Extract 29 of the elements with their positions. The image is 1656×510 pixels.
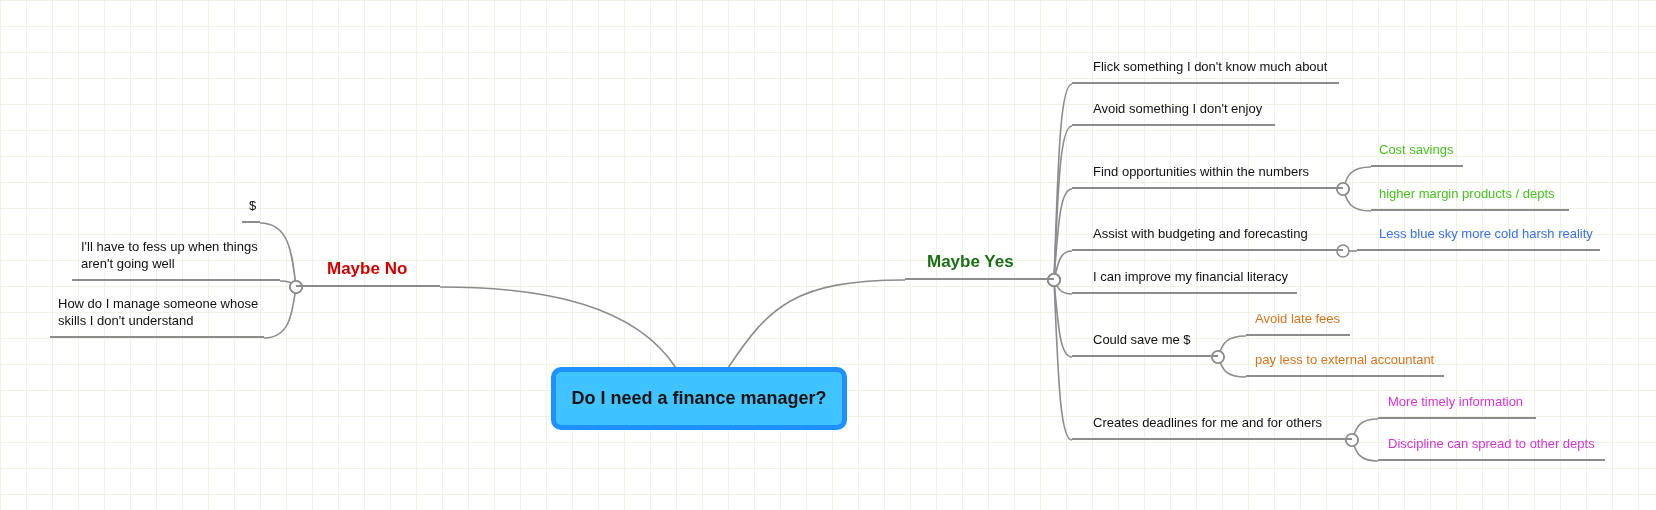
subtopic-text: Less blue sky more cold harsh reality xyxy=(1379,225,1593,243)
connector-line xyxy=(727,279,906,368)
subtopic-text: Cost savings xyxy=(1379,141,1454,159)
subtopic-text: I can improve my financial literacy xyxy=(1093,268,1289,286)
branch-topic-text: Maybe Yes xyxy=(927,252,1014,273)
connector-line xyxy=(1047,273,1073,441)
subtopic-text: Creates deadlines for me and for others xyxy=(1093,414,1323,432)
subtopic-text: $ xyxy=(249,197,257,215)
connector-line xyxy=(263,280,303,339)
connector-line xyxy=(1336,244,1358,258)
connector-line xyxy=(439,286,677,368)
subtopic-text: higher margin products / depts xyxy=(1379,185,1555,203)
subtopic-text: Could save me $ xyxy=(1093,331,1191,349)
connector-line xyxy=(1211,350,1247,378)
connector-line xyxy=(1336,182,1372,212)
subtopic-text: More timely information xyxy=(1388,393,1524,411)
subtopic-text: Assist with budgeting and forecasting xyxy=(1093,225,1308,243)
central-topic-box xyxy=(551,367,847,430)
subtopic-text: Discipline can spread to other depts xyxy=(1388,435,1595,453)
subtopic-text: pay less to external accountant xyxy=(1255,351,1435,369)
central-topic-text: Do I need a finance manager? xyxy=(571,390,827,407)
subtopic-text: Find opportunities within the numbers xyxy=(1093,163,1310,181)
connector-line xyxy=(1345,433,1379,462)
subtopic-text: How do I manage someone whose skills I don't understand xyxy=(58,295,260,330)
subtopic-text: Avoid something I don't enjoy xyxy=(1093,100,1263,118)
branch-topic-text: Maybe No xyxy=(327,259,408,280)
subtopic-text: I'll have to fess up when things aren't going well xyxy=(81,238,259,273)
subtopic-text: Flick something I don't know much about xyxy=(1093,58,1328,76)
subtopic-text: Avoid late fees xyxy=(1255,310,1341,328)
